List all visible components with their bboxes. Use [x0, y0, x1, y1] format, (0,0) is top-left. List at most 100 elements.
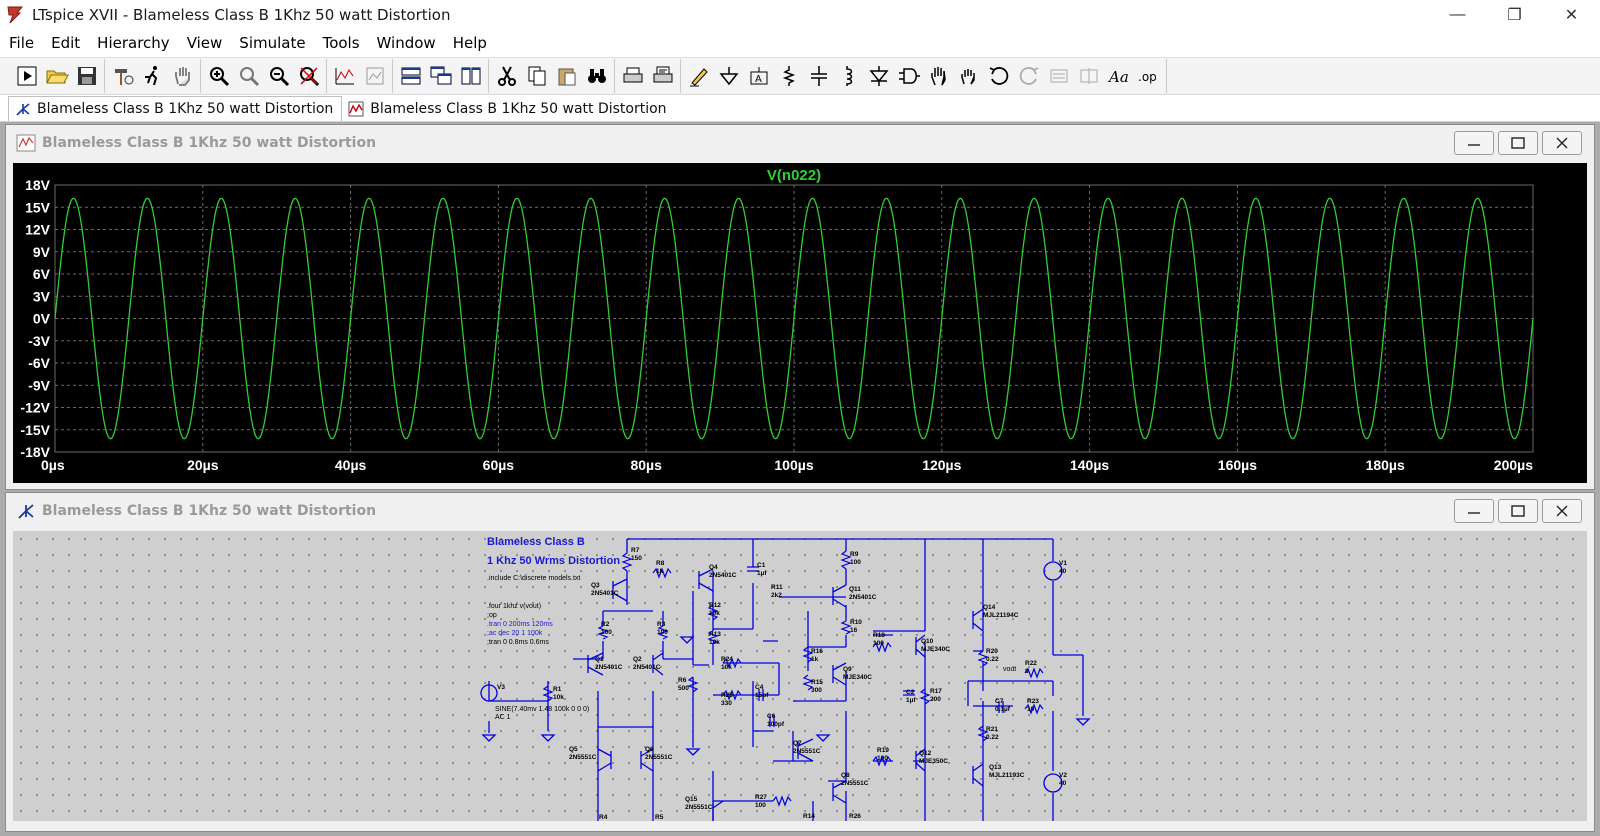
halt-hand-icon[interactable] — [168, 61, 198, 91]
component-ref-r9[interactable]: R9 — [850, 551, 859, 558]
component-ref-r22[interactable]: R22 — [1025, 660, 1037, 667]
sine-source-value[interactable]: SINE(7.40mv 1.48 100k 0 0 0) — [495, 706, 589, 713]
component-ref-r25[interactable]: R25 — [721, 692, 733, 699]
mirror-icon[interactable] — [1074, 61, 1104, 91]
menu-view[interactable]: View — [186, 34, 223, 52]
waveform-minimize-button[interactable] — [1454, 131, 1494, 155]
menu-help[interactable]: Help — [452, 34, 487, 52]
net-label-vout[interactable]: vout — [1003, 666, 1016, 673]
component-value-q1[interactable]: 2N5401C — [595, 664, 623, 671]
component-ref-r11[interactable]: R11 — [771, 584, 783, 591]
component-value-q13[interactable]: MJL21193C — [989, 772, 1025, 779]
cascade-icon[interactable] — [426, 61, 456, 91]
component-ref-v1[interactable]: V1 — [1059, 560, 1067, 567]
component-ref-q2[interactable]: Q2 — [633, 656, 642, 663]
component-ref-r27[interactable]: R27 — [755, 794, 767, 801]
component-value-c1[interactable]: 1µf — [757, 570, 767, 577]
tile-vertical-icon[interactable] — [456, 61, 486, 91]
component-ref-c4[interactable]: C4 — [755, 684, 764, 691]
component-ref-r17[interactable]: R17 — [930, 688, 942, 695]
component-value-r17[interactable]: 200 — [930, 696, 941, 703]
component-value-r3[interactable]: 100 — [657, 629, 668, 636]
component-ref-r15[interactable]: R15 — [811, 679, 823, 686]
find-binoculars-icon[interactable] — [582, 61, 612, 91]
zoom-out-icon[interactable] — [264, 61, 294, 91]
component-value-c4[interactable]: 15pf — [755, 692, 769, 699]
component-value-q5[interactable]: 2N5551C — [569, 754, 597, 761]
component-ref-q14[interactable]: Q14 — [983, 604, 996, 611]
component-value-q11[interactable]: 2N5401C — [849, 594, 877, 601]
component-ref-r6[interactable]: R6 — [678, 677, 687, 684]
waveform-plot[interactable]: 18V15V12V9V6V3V0V-3V-6V-9V-12V-15V-18V0µ… — [13, 163, 1587, 483]
rotate-icon[interactable] — [1044, 61, 1074, 91]
move-hand-icon[interactable] — [924, 61, 954, 91]
label-net-icon[interactable]: A — [744, 61, 774, 91]
schematic-title-1[interactable]: Blameless Class B — [487, 536, 585, 548]
component-value-r9[interactable]: 100 — [850, 559, 861, 566]
component-value-r1[interactable]: 10k — [553, 694, 564, 701]
component-value-r7[interactable]: 150 — [631, 555, 642, 562]
component-value-q4[interactable]: 2N5401C — [709, 572, 737, 579]
component-value-r8[interactable]: 1k — [656, 568, 664, 575]
component-ref-c7[interactable]: C7 — [995, 698, 1004, 705]
open-folder-icon[interactable] — [42, 61, 72, 91]
trace-label-v-n022[interactable]: V(n022) — [767, 167, 821, 184]
tile-horizontal-icon[interactable] — [396, 61, 426, 91]
component-ref-r12[interactable]: R12 — [709, 602, 721, 609]
component-ref-r8[interactable]: R8 — [656, 560, 665, 567]
component-ref-q5[interactable]: Q5 — [569, 746, 578, 753]
cut-icon[interactable] — [492, 61, 522, 91]
run-icon[interactable] — [12, 61, 42, 91]
component-value-r22[interactable]: 8 — [1025, 668, 1029, 675]
waveform-restore-button[interactable] — [1498, 131, 1538, 155]
schematic-minimize-button[interactable] — [1454, 499, 1494, 523]
redo-icon[interactable] — [1014, 61, 1044, 91]
component-value-q14[interactable]: MJL21194C — [983, 612, 1019, 619]
component-ref-q10[interactable]: Q10 — [921, 638, 934, 645]
component-value-r10[interactable]: 16 — [850, 627, 858, 634]
component-ref-r19[interactable]: R19 — [877, 747, 889, 754]
component-ref-r10[interactable]: R10 — [850, 619, 862, 626]
schematic-drawing[interactable]: Blameless Class B 1 Khz 50 Wrms Distorti… — [13, 531, 1587, 821]
component-ref-q13[interactable]: Q13 — [989, 764, 1002, 771]
component-ref-r2[interactable]: R2 — [601, 621, 610, 628]
component-value-q7[interactable]: 2N5551C — [793, 748, 821, 755]
schematic-title-2[interactable]: 1 Khz 50 Wrms Distortion — [487, 555, 620, 567]
tran2-directive[interactable]: ;tran 0 0.8ms 0.6ms — [487, 639, 549, 646]
component-value-r11[interactable]: 2k2 — [771, 592, 782, 599]
include-directive[interactable]: .include C:\discrete models.txt — [487, 575, 580, 582]
component-ref-r14[interactable]: R14 — [803, 813, 815, 820]
component-value-r12[interactable]: 10k — [709, 610, 720, 617]
schematic-close-button[interactable] — [1542, 499, 1582, 523]
menu-hierarchy[interactable]: Hierarchy — [97, 34, 170, 52]
menu-tools[interactable]: Tools — [322, 34, 360, 52]
schematic-window-titlebar[interactable]: Blameless Class B 1Khz 50 watt Distortio… — [6, 493, 1594, 529]
component-value-r13[interactable]: 10k — [709, 639, 720, 646]
close-button[interactable]: ✕ — [1564, 7, 1579, 24]
component-value-c2[interactable]: 1µf — [906, 697, 916, 704]
ac-directive[interactable]: ;ac dec 20 1 100k — [487, 630, 543, 637]
run-man-icon[interactable] — [138, 61, 168, 91]
component-value-r15[interactable]: 300 — [811, 687, 822, 694]
menu-file[interactable]: File — [9, 34, 35, 52]
component-value-r6[interactable]: 500 — [678, 685, 689, 692]
ground-icon[interactable] — [714, 61, 744, 91]
component-value-c7[interactable]: 0.1µf — [995, 706, 1011, 713]
waveform-window-titlebar[interactable]: Blameless Class B 1Khz 50 watt Distortio… — [6, 125, 1594, 161]
schematic-canvas[interactable]: Blameless Class B 1 Khz 50 Wrms Distorti… — [13, 531, 1587, 821]
op-directive[interactable]: ;op — [487, 612, 497, 619]
zoom-fit-icon[interactable] — [294, 61, 324, 91]
component-ref-r5[interactable]: R5 — [655, 814, 664, 821]
component-ref-r20[interactable]: R20 — [986, 648, 998, 655]
component-ref-q9[interactable]: Q9 — [843, 666, 852, 673]
component-ref-q1[interactable]: Q1 — [595, 656, 604, 663]
component-ref-r1[interactable]: R1 — [553, 686, 562, 693]
component-ref-r18[interactable]: R18 — [873, 632, 885, 639]
component-ref-r4[interactable]: R4 — [599, 814, 608, 821]
component-value-q3[interactable]: 2N5401C — [591, 590, 619, 597]
component-value-q2[interactable]: 2N5401C — [633, 664, 661, 671]
menu-simulate[interactable]: Simulate — [239, 34, 306, 52]
component-ref-v2[interactable]: V2 — [1059, 772, 1067, 779]
component-value-r21[interactable]: 0.22 — [986, 734, 999, 741]
